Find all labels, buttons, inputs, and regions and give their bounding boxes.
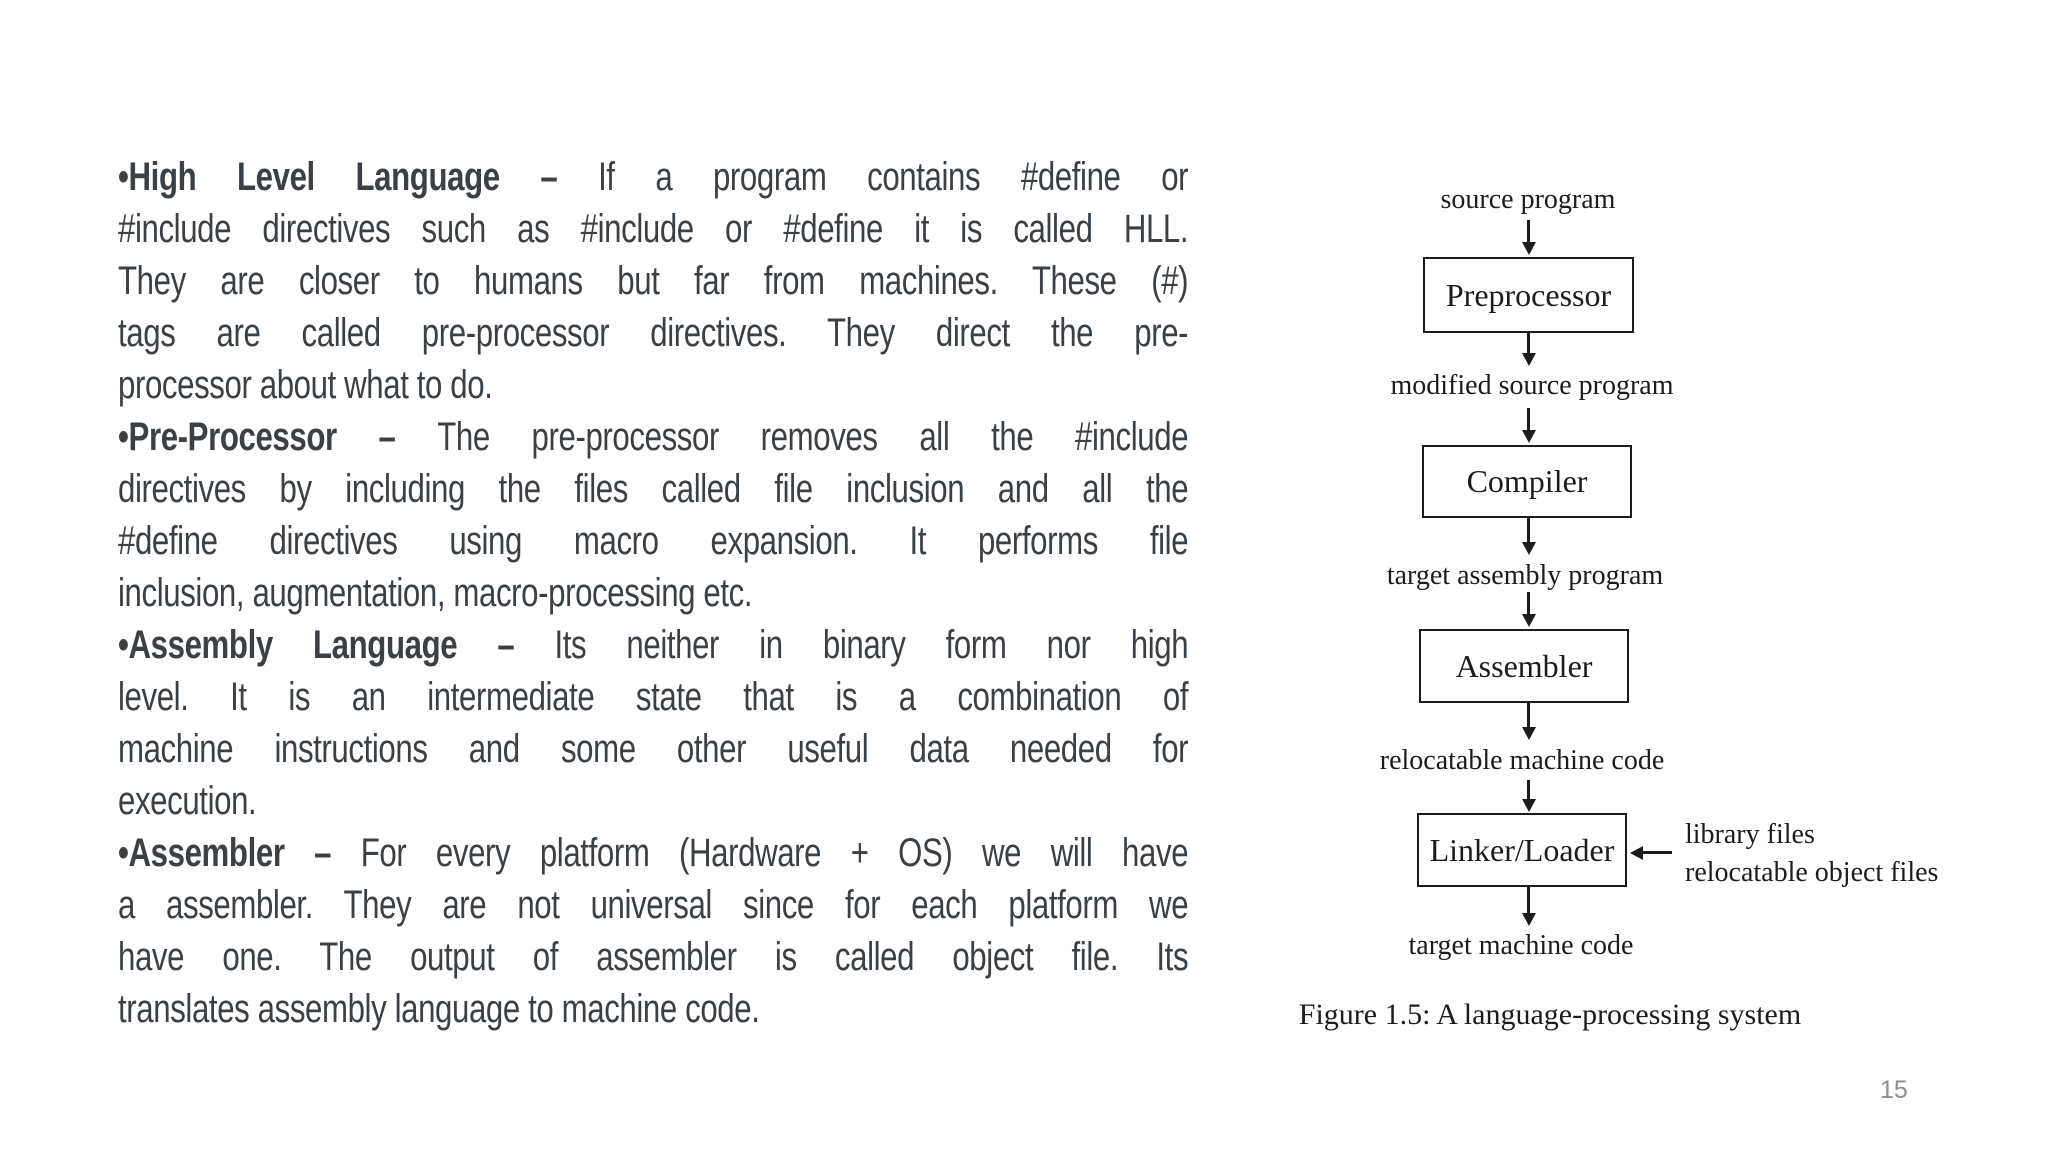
label-modified-source-program: modified source program: [1390, 370, 1674, 401]
text-line: level. It is an intermediate state that …: [118, 671, 1189, 723]
figure-caption: Figure 1.5: A language-processing system: [1298, 998, 1802, 1031]
arrow-down-icon: [1527, 703, 1530, 729]
line-text: They are closer to humans but far from m…: [118, 259, 1189, 303]
page-number: 15: [1880, 1076, 1908, 1104]
line-text: If a program contains #define or: [598, 155, 1189, 199]
label-target-machine-code: target machine code: [1408, 930, 1634, 961]
term-bold: •Pre-Processor –: [118, 415, 438, 459]
text-line: have one. The output of assembler is cal…: [118, 931, 1189, 983]
term-bold: •Assembly Language –: [118, 623, 555, 667]
text-line: •Assembler – For every platform (Hardwar…: [118, 827, 1189, 879]
line-text: processor about what to do.: [118, 363, 493, 407]
arrow-down-icon: [1527, 887, 1530, 915]
preprocessor-box: Preprocessor: [1423, 257, 1634, 333]
line-text: Its neither in binary form nor high: [554, 623, 1189, 667]
linker-loader-box: Linker/Loader: [1417, 813, 1627, 887]
text-line: •Pre-Processor – The pre-processor remov…: [118, 411, 1189, 463]
line-text: have one. The output of assembler is cal…: [118, 935, 1189, 979]
line-text: The pre-processor removes all the #inclu…: [437, 415, 1189, 459]
line-text: tags are called pre-processor directives…: [118, 311, 1189, 355]
label-library-files: library files: [1685, 819, 1815, 850]
compiler-box: Compiler: [1422, 445, 1632, 518]
line-text: #define directives using macro expansion…: [118, 519, 1189, 563]
term-bold: •Assembler –: [118, 831, 361, 875]
text-line: machine instructions and some other usef…: [118, 723, 1189, 775]
line-text: #include directives such as #include or …: [118, 207, 1189, 251]
text-line: translates assembly language to machine …: [118, 983, 1188, 1035]
line-text: translates assembly language to machine …: [118, 987, 760, 1031]
text-line: directives by including the files called…: [118, 463, 1189, 515]
text-line: execution.: [118, 775, 1188, 827]
term-bold: •High Level Language –: [118, 155, 599, 199]
arrow-down-icon: [1527, 220, 1530, 244]
line-text: inclusion, augmentation, macro-processin…: [118, 571, 753, 615]
arrow-down-icon: [1527, 333, 1530, 355]
line-text: directives by including the files called…: [118, 467, 1189, 511]
arrow-down-icon: [1527, 518, 1530, 544]
line-text: a assembler. They are not universal sinc…: [118, 883, 1189, 927]
arrow-down-icon: [1527, 780, 1530, 801]
text-line: inclusion, augmentation, macro-processin…: [118, 567, 1188, 619]
bullet-text-block: •High Level Language – If a program cont…: [118, 151, 1193, 1035]
text-line: They are closer to humans but far from m…: [118, 255, 1189, 307]
arrow-down-icon: [1527, 592, 1530, 616]
line-text: For every platform (Hardware + OS) we wi…: [360, 831, 1189, 875]
text-line: #define directives using macro expansion…: [118, 515, 1189, 567]
line-text: machine instructions and some other usef…: [118, 727, 1189, 771]
assembler-box: Assembler: [1419, 629, 1629, 703]
text-line: a assembler. They are not universal sinc…: [118, 879, 1189, 931]
line-text: execution.: [118, 779, 257, 823]
label-relocatable-object-files: relocatable object files: [1685, 857, 1939, 888]
label-relocatable-machine-code: relocatable machine code: [1379, 745, 1665, 776]
label-source-program: source program: [1440, 184, 1616, 215]
text-line: tags are called pre-processor directives…: [118, 307, 1189, 359]
arrow-left-icon: [1630, 845, 1672, 860]
text-line: •High Level Language – If a program cont…: [118, 151, 1189, 203]
text-line: •Assembly Language – Its neither in bina…: [118, 619, 1189, 671]
figure-language-processing-system: source program Preprocessor modified sou…: [1270, 140, 2030, 1120]
text-line: processor about what to do.: [118, 359, 1188, 411]
text-line: #include directives such as #include or …: [118, 203, 1189, 255]
arrow-down-icon: [1527, 408, 1530, 432]
label-target-assembly-program: target assembly program: [1386, 560, 1664, 591]
line-text: level. It is an intermediate state that …: [118, 675, 1189, 719]
